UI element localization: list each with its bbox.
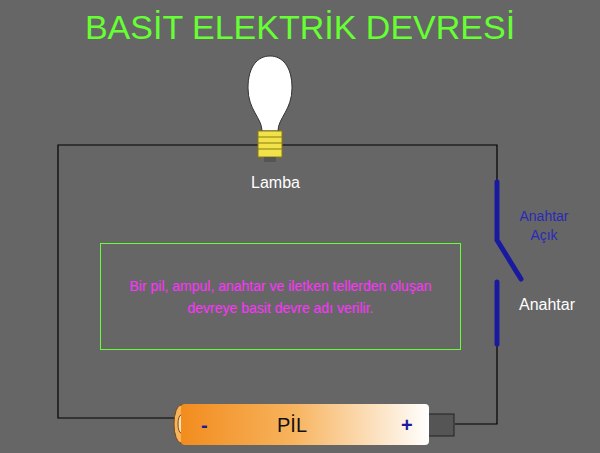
info-box: Bir pil, ampul, anahtar ve iletken telle… [100, 243, 461, 350]
info-text: Bir pil, ampul, anahtar ve iletken telle… [115, 275, 446, 319]
battery: - PİL + [181, 404, 429, 445]
battery-text: + [401, 413, 413, 436]
title: BASİT ELEKTRİK DEVRESİ [0, 8, 600, 47]
lamp-symbol [248, 56, 292, 162]
switch-state-label: Anahtar Açık [516, 207, 572, 245]
battery-text: - [201, 413, 208, 436]
switch-symbol [497, 182, 521, 344]
battery-text: PİL [277, 413, 307, 436]
lamp-label: Lamba [251, 174, 300, 192]
switch-label: Anahtar [519, 296, 575, 314]
wire [58, 145, 497, 424]
